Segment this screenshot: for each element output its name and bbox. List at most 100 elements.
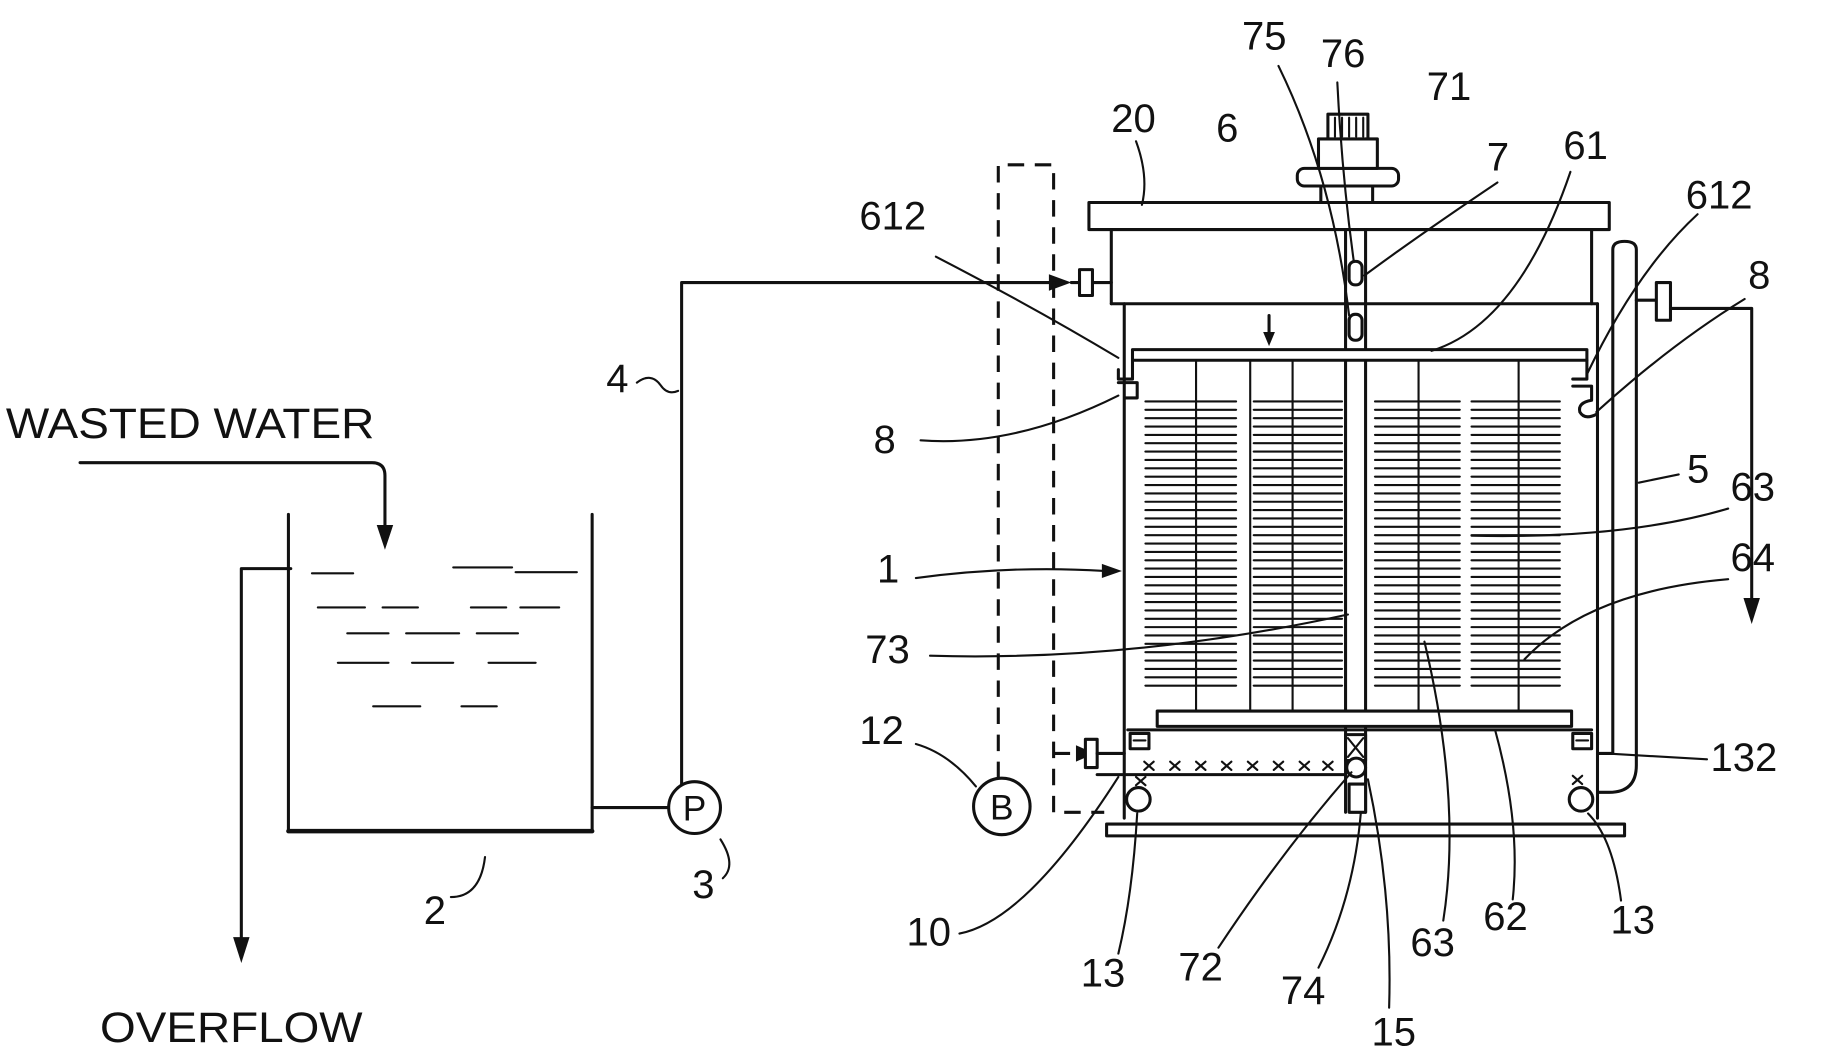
upper-shaft-coupling	[1347, 259, 1364, 287]
numeral-7: 7	[1487, 136, 1509, 180]
label-wasted-water: WASTED WATER	[6, 400, 374, 447]
pump-circle	[667, 780, 722, 836]
numeral-13-left: 13	[1081, 952, 1126, 996]
bracket-right	[1571, 384, 1598, 419]
leader-612-right	[1585, 213, 1699, 376]
outlet-line	[1668, 306, 1754, 602]
numeral-15: 15	[1371, 1010, 1416, 1054]
motor-body	[1316, 137, 1379, 170]
lower-frame	[1155, 709, 1574, 728]
numeral-61: 61	[1563, 124, 1608, 168]
air-supply: B 12	[859, 163, 1105, 837]
numeral-71: 71	[1427, 65, 1472, 109]
numeral-4: 4	[606, 357, 628, 401]
numeral-10: 10	[906, 910, 951, 954]
leader-7	[1363, 181, 1499, 277]
numeral-72: 72	[1178, 946, 1223, 990]
leader-63-bottom	[1423, 640, 1451, 922]
blower-symbol: B	[990, 788, 1014, 827]
leader-63-right	[1470, 507, 1730, 538]
roller-right	[1567, 786, 1595, 813]
leader-10	[958, 775, 1120, 935]
leader-1	[914, 568, 1106, 580]
nozzle-mark	[1298, 760, 1311, 771]
numeral-6: 6	[1216, 106, 1238, 150]
feed-tank-walls	[286, 512, 594, 833]
lower-shaft-coupling	[1347, 312, 1364, 342]
nozzle-mark	[1272, 760, 1285, 771]
overflow-arrowhead	[233, 937, 250, 963]
pump-symbol: P	[683, 790, 707, 829]
label-overflow: OVERFLOW	[100, 1004, 363, 1051]
membrane-hangers	[1194, 359, 1520, 714]
numeral-63-right: 63	[1731, 465, 1776, 509]
numeral-3: 3	[692, 863, 714, 907]
inflow-line	[78, 461, 387, 532]
feed-pipe	[680, 281, 1053, 786]
roller-left	[1125, 786, 1152, 813]
numeral-5: 5	[1687, 448, 1709, 492]
leader-62	[1494, 728, 1516, 901]
numeral-8-left: 8	[873, 418, 895, 462]
leader-74	[1317, 811, 1362, 969]
membrane-hatching	[1144, 400, 1561, 687]
numeral-20: 20	[1111, 97, 1156, 141]
numeral-12: 12	[859, 709, 904, 753]
aerator-nozzles	[1143, 760, 1334, 771]
leader-612-left	[934, 255, 1120, 359]
motor	[1295, 112, 1401, 205]
leader-12	[914, 742, 977, 788]
numeral-62: 62	[1483, 895, 1528, 939]
numeral-76: 76	[1321, 32, 1366, 76]
motor-flange	[1295, 166, 1401, 188]
leader-13-right	[1587, 812, 1623, 902]
outlet-arrowhead	[1743, 598, 1760, 624]
leader-8-left	[919, 394, 1120, 443]
inflow-arrowhead	[376, 525, 394, 550]
base-plate	[1105, 822, 1627, 838]
motor-cap-ribs	[1333, 116, 1365, 138]
numeral-13-right: 13	[1610, 899, 1655, 943]
leader-2	[449, 855, 487, 899]
bracket-left	[1116, 381, 1139, 400]
numeral-8-right: 8	[1748, 253, 1770, 297]
outlet-flange	[1654, 281, 1673, 322]
leader-1-arrowhead	[1101, 563, 1122, 579]
hanger-right	[1571, 358, 1589, 381]
nozzle-mark	[1322, 760, 1334, 771]
callouts: 75 76 71 20 6 7 61 612 612 8 8 5 63 1 64…	[859, 14, 1777, 1054]
leader-76	[1336, 81, 1355, 263]
numeral-132: 132	[1711, 736, 1778, 780]
numeral-612-right: 612	[1686, 173, 1753, 217]
leader-72	[1217, 771, 1353, 949]
blower-circle	[972, 776, 1032, 837]
upper-frame	[1130, 348, 1589, 362]
water-surface	[310, 566, 578, 708]
vessel-walls	[1122, 302, 1600, 820]
numeral-2: 2	[424, 889, 446, 933]
feed-section: WASTED WATER OVERFLOW P	[6, 274, 1072, 1051]
leader-3	[719, 838, 731, 880]
numeral-1: 1	[877, 548, 899, 592]
leader-75	[1277, 64, 1351, 317]
top-inlet-flange	[1077, 268, 1094, 298]
hanger-left	[1116, 358, 1135, 381]
leader-4	[635, 376, 680, 394]
roller-right-mark	[1571, 774, 1584, 786]
overflow-line	[239, 567, 293, 941]
leader-5	[1637, 473, 1680, 484]
nozzle-mark	[1169, 760, 1181, 771]
air-line	[996, 163, 1105, 814]
numeral-75: 75	[1242, 14, 1287, 58]
roller-left-mark	[1134, 775, 1147, 787]
numeral-64: 64	[1731, 536, 1776, 580]
nozzle-mark	[1143, 760, 1155, 771]
lower-seal-block	[1347, 782, 1368, 814]
aerator-inlet-flange	[1083, 737, 1099, 770]
leader-61	[1430, 170, 1572, 352]
nozzle-mark	[1194, 760, 1207, 771]
numeral-612-left: 612	[859, 195, 926, 239]
leader-73	[928, 613, 1349, 658]
leader-8-right	[1595, 297, 1746, 414]
